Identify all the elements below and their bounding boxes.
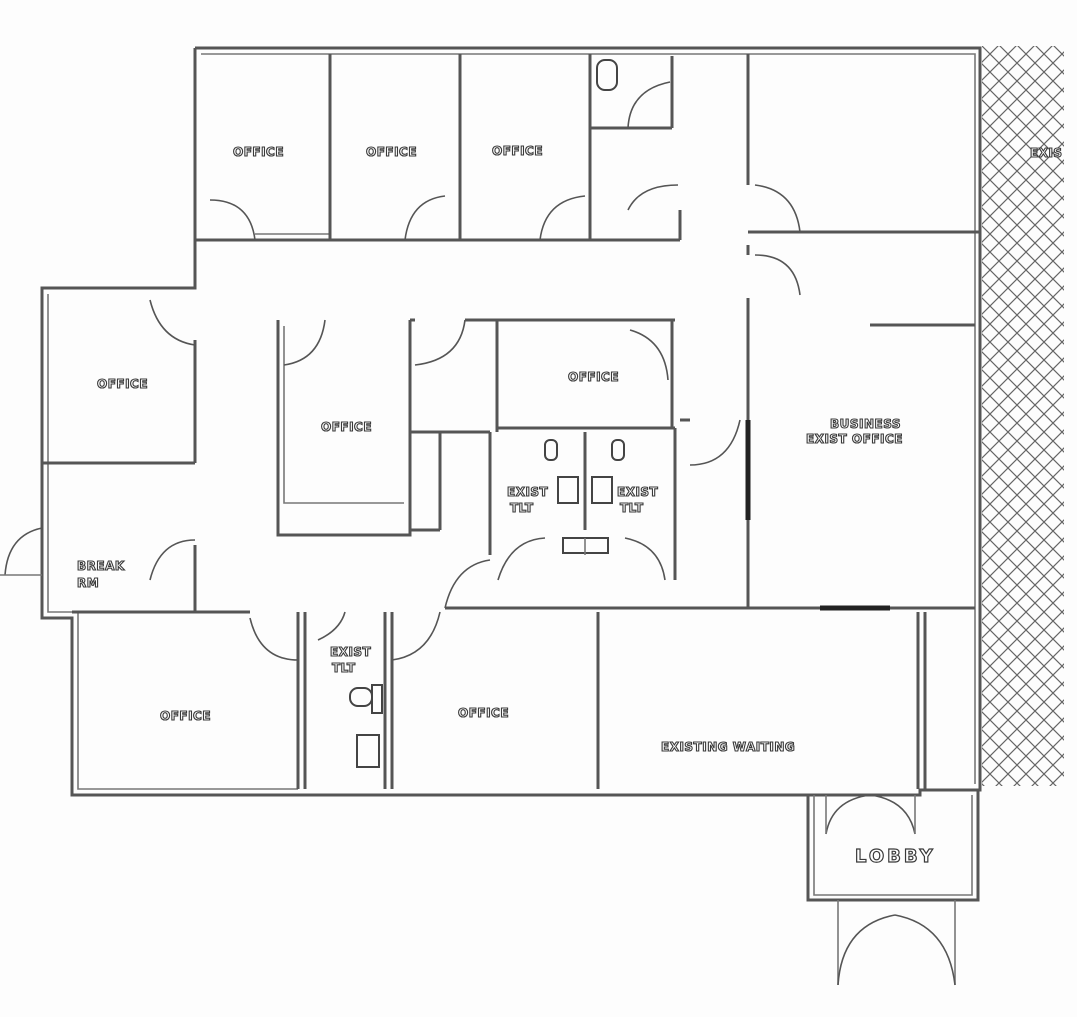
room-label-office-bottom-left: OFFICE <box>160 709 211 723</box>
top-offices-walls <box>195 54 980 255</box>
room-label-office-bottom-mid: OFFICE <box>458 706 509 720</box>
room-label-office-center-right: OFFICE <box>568 370 619 384</box>
business-walls <box>745 298 975 611</box>
outer-walls <box>40 46 982 902</box>
room-label-toilet-bottom-2: TLT <box>332 661 356 675</box>
room-label-break-1: BREAK <box>77 559 125 573</box>
top-doors <box>209 59 801 296</box>
room-label-office-left: OFFICE <box>97 377 148 391</box>
left-walls <box>0 299 197 612</box>
center-toilets <box>488 418 741 581</box>
room-label-office-top-3: OFFICE <box>492 144 543 158</box>
room-label-office-top-2: OFFICE <box>366 145 417 159</box>
room-label-break-2: RM <box>77 576 99 590</box>
center-walls <box>276 318 675 537</box>
exterior-hatch <box>982 46 1064 786</box>
room-label-office-top-1: OFFICE <box>233 145 284 159</box>
room-label-toilet-left-2: TLT <box>510 501 534 515</box>
lobby-doors <box>825 794 956 986</box>
room-label-toilet-left-1: EXIST <box>507 485 549 499</box>
bottom-walls <box>72 559 927 789</box>
room-label-toilet-right-1: EXIST <box>617 485 659 499</box>
room-label-toilet-bottom-1: EXIST <box>330 645 372 659</box>
exterior-label: EXIS <box>1030 146 1063 160</box>
room-label-toilet-right-2: TLT <box>620 501 644 515</box>
room-label-waiting: EXISTING WAITING <box>661 740 795 754</box>
room-label-business-1: BUSINESS <box>830 417 901 431</box>
room-label-lobby: LOBBY <box>855 846 936 867</box>
room-label-business-2: EXIST OFFICE <box>806 432 903 446</box>
room-label-office-center: OFFICE <box>321 420 372 434</box>
